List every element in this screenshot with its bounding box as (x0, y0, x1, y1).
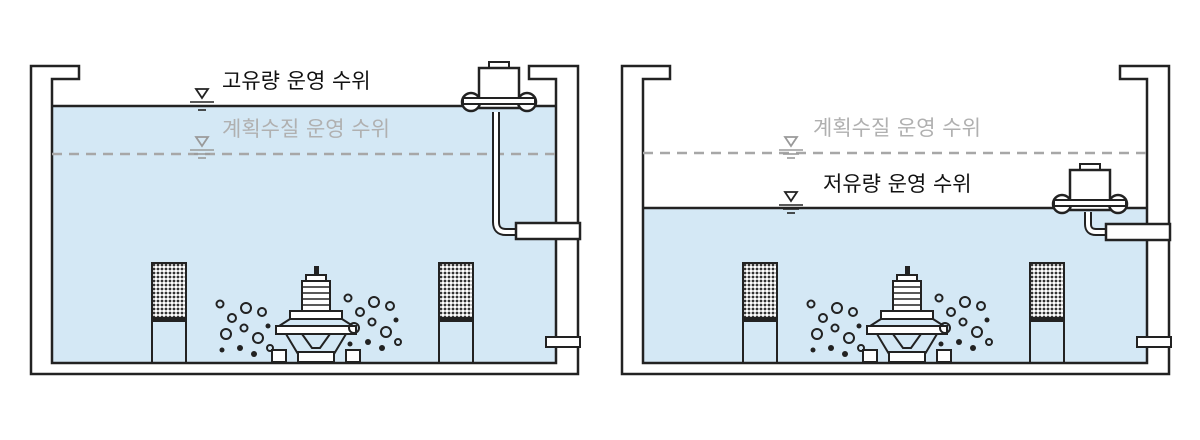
discharge-pipe (1104, 222, 1172, 242)
float-pump-icon (460, 60, 538, 113)
tank-wall (620, 64, 1171, 376)
tank-high-flow: 고유량 운영 수위 계획수질 운영 수위 (29, 60, 582, 376)
water-level-triangle-icon (778, 136, 804, 159)
high-flow-level-label: 고유량 운영 수위 (222, 69, 371, 93)
tank-low-flow: 계획수질 운영 수위 저유량 운영 수위 (620, 64, 1172, 376)
water-body (52, 106, 556, 363)
float-pump-icon (1051, 162, 1129, 215)
outlet-pipe (545, 336, 581, 348)
design-level-label: 계획수질 운영 수위 (222, 117, 390, 141)
design-level-label: 계획수질 운영 수위 (813, 116, 981, 140)
discharge-pipe (514, 221, 582, 241)
tank-wall (29, 64, 580, 376)
low-flow-level-label: 저유량 운영 수위 (823, 172, 972, 196)
outlet-pipe (1136, 336, 1172, 348)
